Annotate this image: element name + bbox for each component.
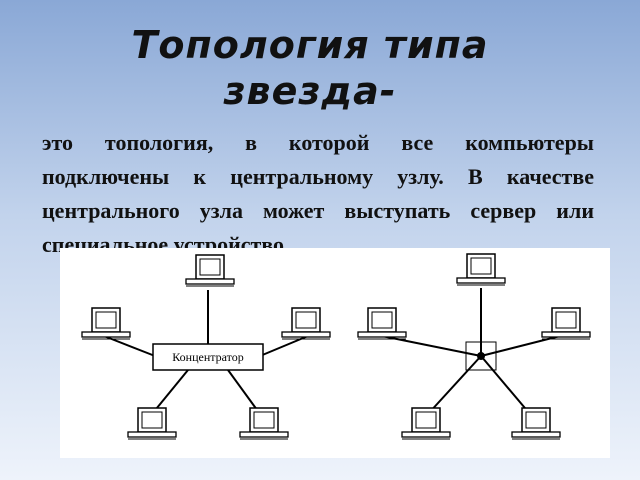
hub-label: Концентратор xyxy=(172,350,244,364)
computer-icon xyxy=(185,254,235,287)
computer-icon xyxy=(511,407,561,440)
computer-icon xyxy=(239,407,289,440)
computer-icon xyxy=(81,307,131,340)
star-topology-diagram: Концентратор xyxy=(60,248,610,458)
title-line-1: Топология типа xyxy=(131,23,489,67)
title-line-2: звезда- xyxy=(223,69,397,113)
slide-title: Топология типа звезда- xyxy=(0,22,620,114)
computer-icon xyxy=(127,407,177,440)
computer-icon xyxy=(357,307,407,340)
computer-icon xyxy=(541,307,591,340)
right-star-network xyxy=(357,253,591,440)
computer-icon xyxy=(401,407,451,440)
computer-icon xyxy=(456,253,506,286)
hub-box: Концентратор xyxy=(152,343,264,371)
description-text: это топология, в которой все компьютеры … xyxy=(42,130,594,257)
left-star-network: Концентратор xyxy=(81,254,331,440)
central-node xyxy=(477,352,485,360)
computer-icon xyxy=(281,307,331,340)
